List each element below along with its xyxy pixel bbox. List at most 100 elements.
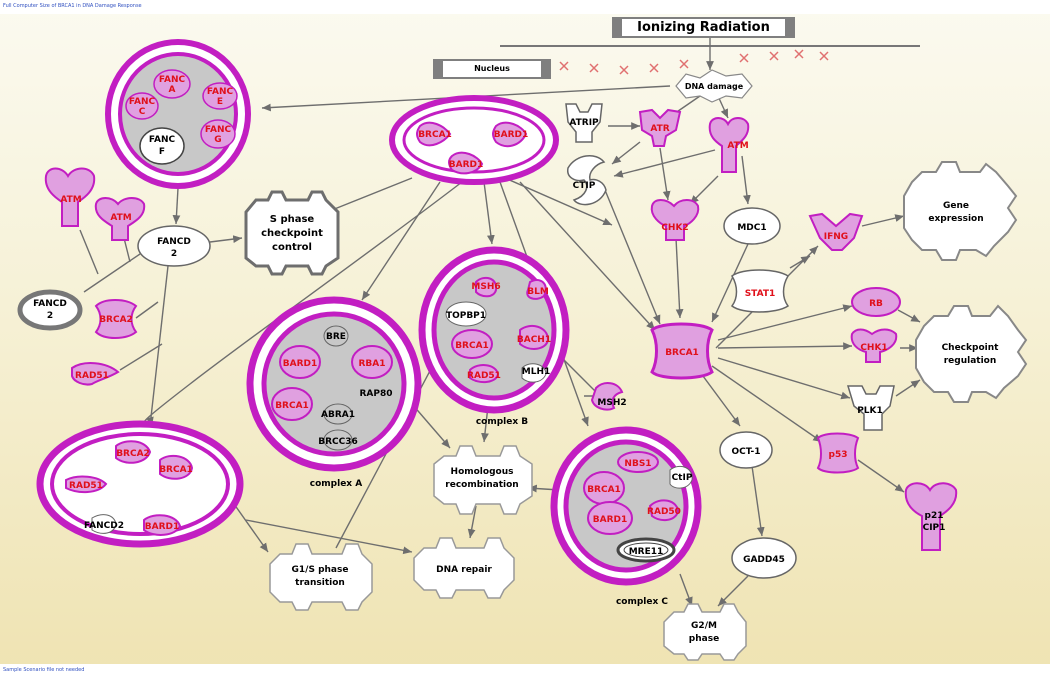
edge-atm-chk2 <box>689 175 719 205</box>
ionizing-radiation-title: Ionizing Radiation <box>622 19 785 36</box>
edge-brca1-p53 <box>711 365 823 443</box>
svg-text:S phase: S phase <box>270 214 315 225</box>
atm-label: ATM <box>727 141 748 151</box>
complex-b-blm-label: BLM <box>527 287 549 297</box>
complex-a-bard1-label: BARD1 <box>283 359 318 369</box>
atm-shape <box>708 117 750 173</box>
complex-b-bach1-label: BACH1 <box>517 335 551 345</box>
edge-complex-brca1 <box>519 181 656 331</box>
msh2-shape <box>590 382 624 411</box>
radiation-hits <box>559 49 829 75</box>
bottom-strip: Sample Scenario file not needed <box>0 664 1050 677</box>
edge-c-g2m <box>679 573 693 607</box>
p53-label: p53 <box>829 450 848 460</box>
edge-atm1-fancd2 <box>79 229 99 275</box>
complex-a-rap80-label: RAP80 <box>359 389 392 399</box>
edge-complex-b <box>483 181 495 245</box>
edge-p53-p21 <box>857 459 905 493</box>
bottom-link[interactable]: Sample Scenario file not needed <box>3 667 85 673</box>
g2m-gear <box>663 603 747 661</box>
mdc1-shape <box>723 207 781 245</box>
checkpoint-regulation-gear <box>915 304 1028 403</box>
brca-bard-complex <box>389 95 559 185</box>
brca2-left-shape <box>94 299 138 339</box>
rb-shape <box>851 287 901 317</box>
p53-shape <box>816 432 860 474</box>
rb-label: RB <box>869 299 883 309</box>
chk2-shape <box>650 199 700 241</box>
atm2-label: ATM <box>110 213 131 223</box>
fanc-complex <box>105 39 251 189</box>
plk1-label: PLK1 <box>857 406 883 416</box>
edge-atm-mdc1 <box>741 155 751 205</box>
chk1-label: CHK1 <box>860 343 887 353</box>
complex-b-mlh1-label: MLH1 <box>522 367 551 377</box>
stat1-label: STAT1 <box>745 289 776 299</box>
gadd45-label: GADD45 <box>743 555 785 565</box>
atm1-left-shape <box>44 167 96 227</box>
chk1-shape <box>850 328 898 363</box>
brca2-left-label: BRCA2 <box>99 315 133 325</box>
edge-mdc1-brca1 <box>711 243 749 323</box>
edge-rad51-fancd2 <box>119 343 163 371</box>
edge-stat1-ifng <box>789 255 811 269</box>
edge-brca1-chk1 <box>717 342 853 351</box>
edge-atr-ctip <box>611 141 641 165</box>
mdc1-label: MDC1 <box>737 223 766 233</box>
brca1-central-shape <box>650 322 714 380</box>
ll-bard1-label: BARD1 <box>145 522 180 532</box>
edge-plk1-checkpoint <box>895 379 921 397</box>
complex-c-name: complex C <box>616 597 668 607</box>
complex-c-brca1-label: BRCA1 <box>587 485 621 495</box>
edge-complex-a <box>361 181 441 301</box>
complex-b-rad51-label: RAD51 <box>467 371 501 381</box>
edge-brca1-oct1 <box>699 371 741 427</box>
edge-fancd2-sphase <box>209 235 243 243</box>
atm2-left-shape <box>94 197 146 241</box>
edge-fanc-fancd2 <box>172 187 181 225</box>
nucleus-label: Nucleus <box>443 61 541 77</box>
complex-a-abra1-label: ABRA1 <box>321 410 355 420</box>
edge-atm2-fancd2 <box>123 237 131 263</box>
complex-c-ctip-label: CtIP <box>672 473 693 483</box>
edge-hr-repair <box>467 505 477 539</box>
edge-brca1-plk1 <box>717 357 851 400</box>
complex-c-nbs1-label: NBS1 <box>624 459 651 469</box>
dna-repair-label: DNA repair <box>436 565 492 575</box>
edge-atm-ctip <box>613 149 716 178</box>
edge-damage-atm <box>717 95 729 119</box>
chk2-label: CHK2 <box>661 223 688 233</box>
complex-c <box>550 426 702 586</box>
rad51-left-shape <box>71 362 120 386</box>
edge-ifng-gene <box>861 214 905 227</box>
complex-bard1-label: BARD1 <box>494 130 529 140</box>
ifng-label: IFNG <box>824 232 848 242</box>
complex-b-msh6-label: MSH6 <box>471 282 500 292</box>
msh2-label: MSH2 <box>597 398 626 408</box>
complex-brca1-label: BRCA1 <box>418 130 452 140</box>
gadd45-shape <box>731 537 797 579</box>
top-link[interactable]: Full Computer Size of BRCA1 in DNA Damag… <box>3 3 142 9</box>
edge-gadd45-g2m <box>717 575 749 607</box>
edge-fancd2-ring <box>83 253 141 293</box>
edge-chk2-brca1 <box>675 237 684 319</box>
stat1-shape <box>730 269 790 313</box>
oct1-label: OCT-1 <box>731 447 760 457</box>
edge-a-hr <box>411 403 451 449</box>
fancd2-node <box>137 225 211 267</box>
edge-ctip-brca1 <box>604 189 661 325</box>
edge-oct1-gadd45 <box>751 465 765 537</box>
